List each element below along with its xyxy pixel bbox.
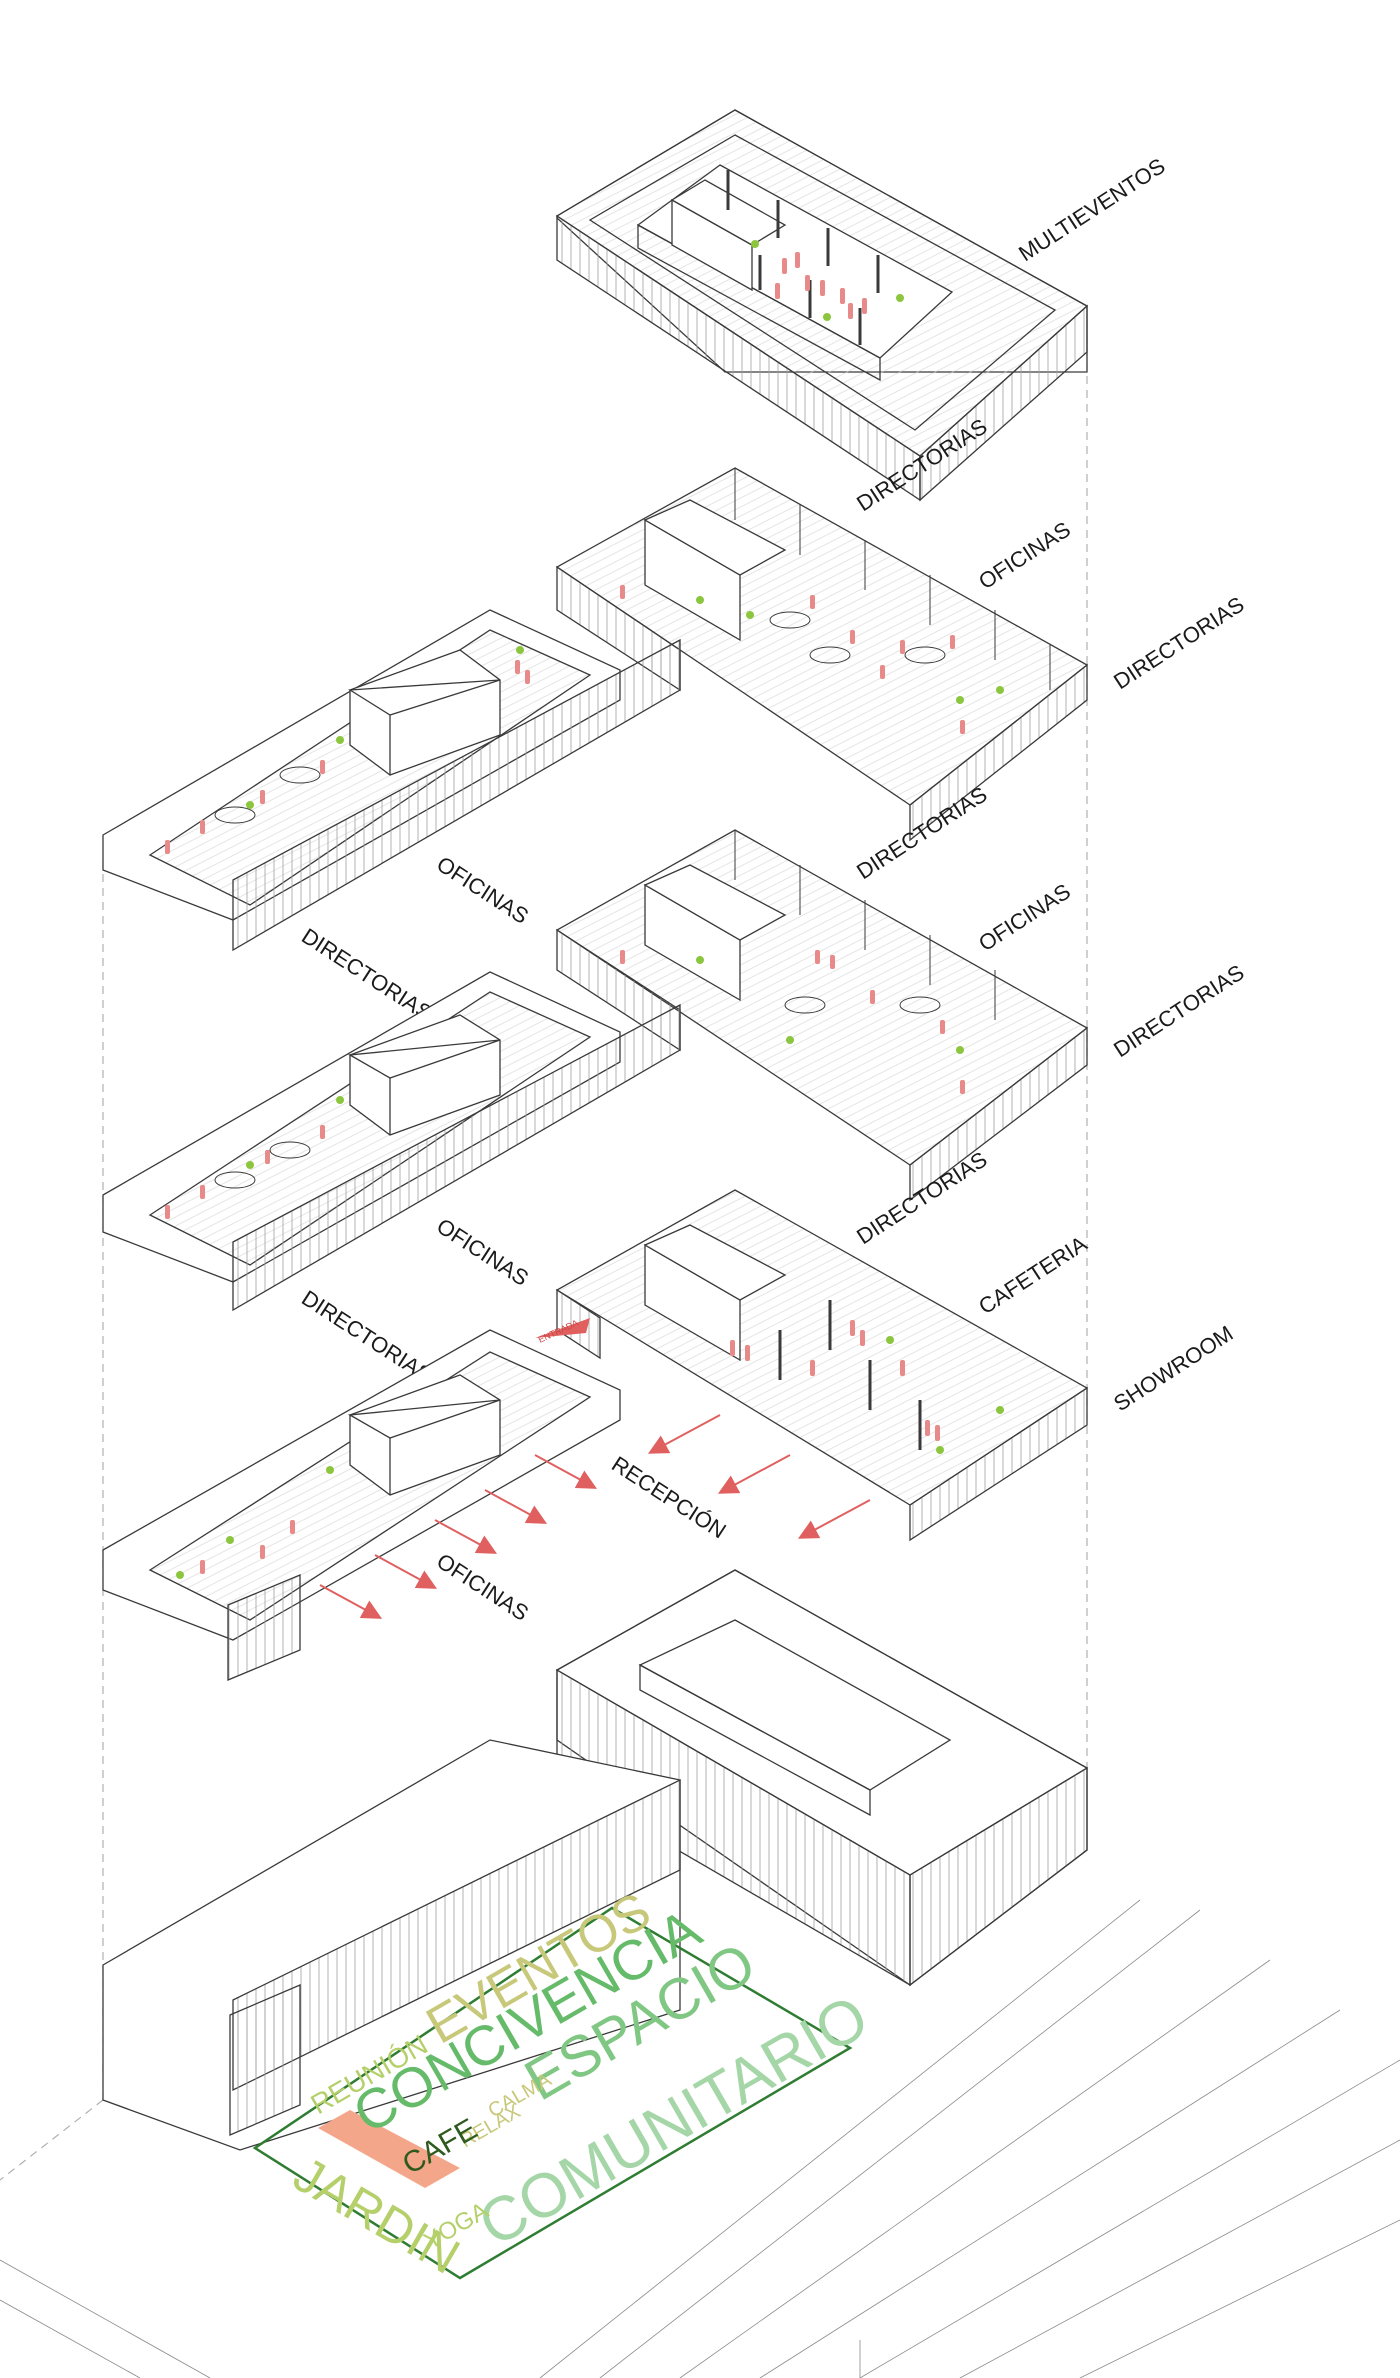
label-oficinas-3: OFICINAS: [974, 879, 1075, 957]
label-recepcion: RECEPCIÓN: [607, 1451, 730, 1543]
label-oficinas-5: OFICINAS: [432, 1548, 533, 1626]
label-directorias-2: DIRECTORIAS: [1109, 592, 1248, 695]
label-directorias-5: DIRECTORIAS: [1109, 960, 1248, 1063]
label-oficinas-1: OFICINAS: [974, 517, 1075, 595]
label-directorias-4: DIRECTORIAS: [297, 923, 436, 1026]
level-multieventos: MULTIEVENTOS DIRECTORIAS: [555, 109, 1170, 516]
cafe-block: [318, 2110, 460, 2188]
label-showroom: SHOWROOM: [1109, 1321, 1237, 1417]
base-building: [0, 1569, 1400, 2378]
label-multieventos: MULTIEVENTOS: [1014, 153, 1169, 266]
label-oficinas-2: OFICINAS: [432, 851, 533, 929]
label-oficinas-4: OFICINAS: [432, 1213, 533, 1291]
label-cafeteria: CAFETERIA: [974, 1231, 1091, 1319]
